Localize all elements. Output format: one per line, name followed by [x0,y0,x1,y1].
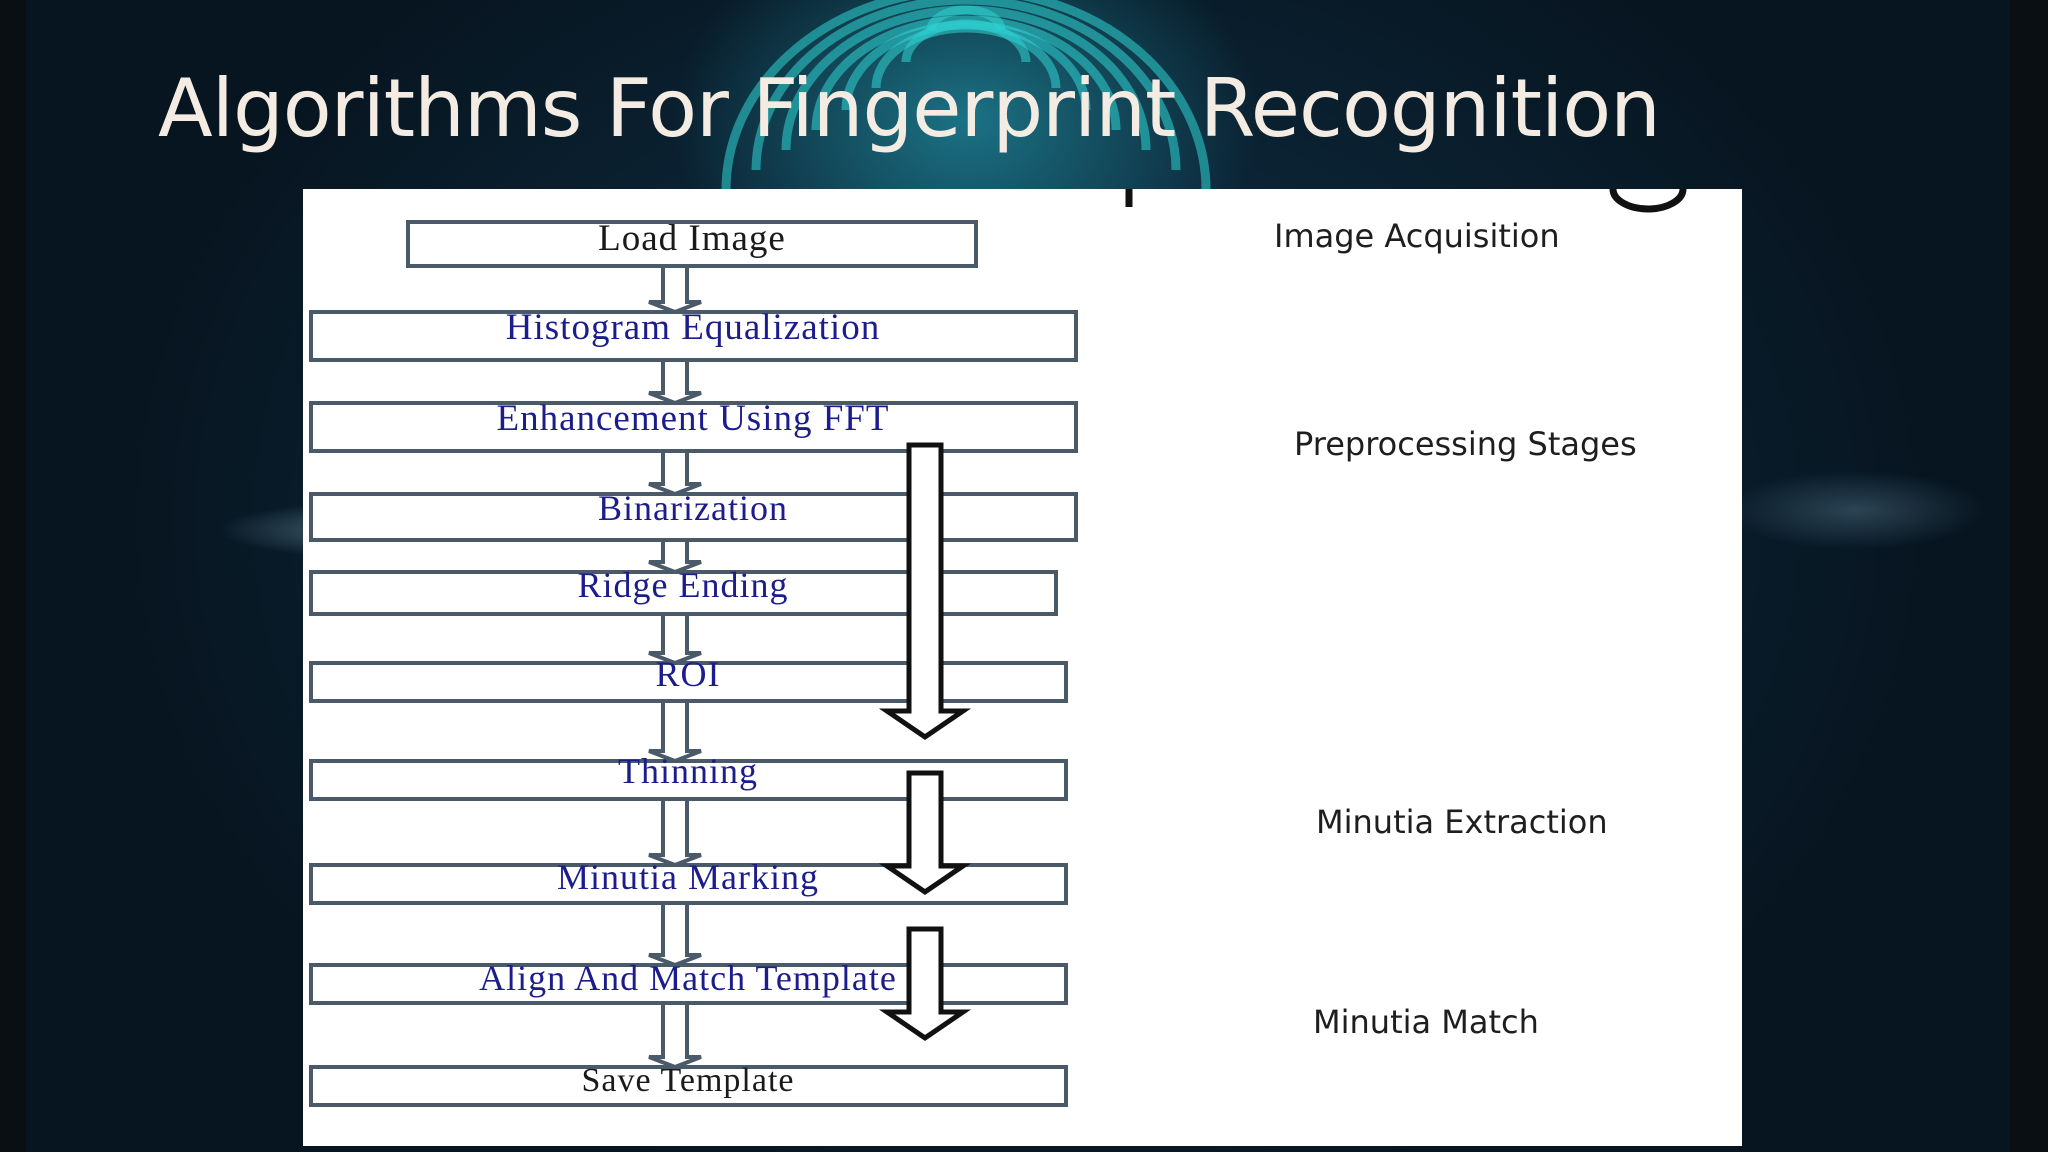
slide-title: Algorithms For Fingerprint Recognition [158,62,1661,155]
flow-step-label: Binarization [598,488,788,528]
flow-connector-arrow [648,903,702,968]
stage-arrow-icon [878,770,972,896]
flow-step-box [309,401,1078,453]
stage-arrow-icon [878,442,972,741]
cropped-text-fragment [1609,189,1687,213]
flow-step-box [309,963,1068,1005]
flow-step-box [309,310,1078,362]
stage-label-preprocessing: Preprocessing Stages [1294,425,1637,463]
flow-step-box [309,570,1058,616]
flow-step-box [309,661,1068,703]
flow-step-label: Save Template [582,1062,795,1099]
fingerprint-background-icon [721,0,1211,191]
flow-step-label: Align And Match Template [479,958,897,998]
flow-step-box [309,492,1078,542]
flow-step-label: Minutia Marking [557,857,819,897]
flow-step-label: Ridge Ending [578,565,789,605]
background-glow [1726,470,1986,550]
flow-connector-arrow [648,799,702,868]
screen-bezel-left [0,0,26,1152]
flow-connector-arrow [648,1003,702,1070]
stage-label-minutia-match: Minutia Match [1313,1003,1539,1041]
stage-label-minutia-extraction: Minutia Extraction [1316,803,1608,841]
flow-step-label: Enhancement Using FFT [496,398,889,439]
stage-arrow-icon [878,926,972,1042]
flow-step-box [309,759,1068,801]
flow-connector-arrow [648,266,702,315]
flow-step-box [309,1065,1068,1107]
flow-step-label: Histogram Equalization [506,307,880,348]
flow-step-label: ROI [656,654,721,694]
flow-step-box [309,863,1068,905]
screen-bezel-right [2010,0,2048,1152]
flow-step-box [406,220,978,268]
flow-step-label: Thinning [618,751,758,791]
stage-label-image-acquisition: Image Acquisition [1274,217,1560,255]
flow-connector-arrow [648,360,702,406]
flow-step-label: Load Image [598,218,786,259]
